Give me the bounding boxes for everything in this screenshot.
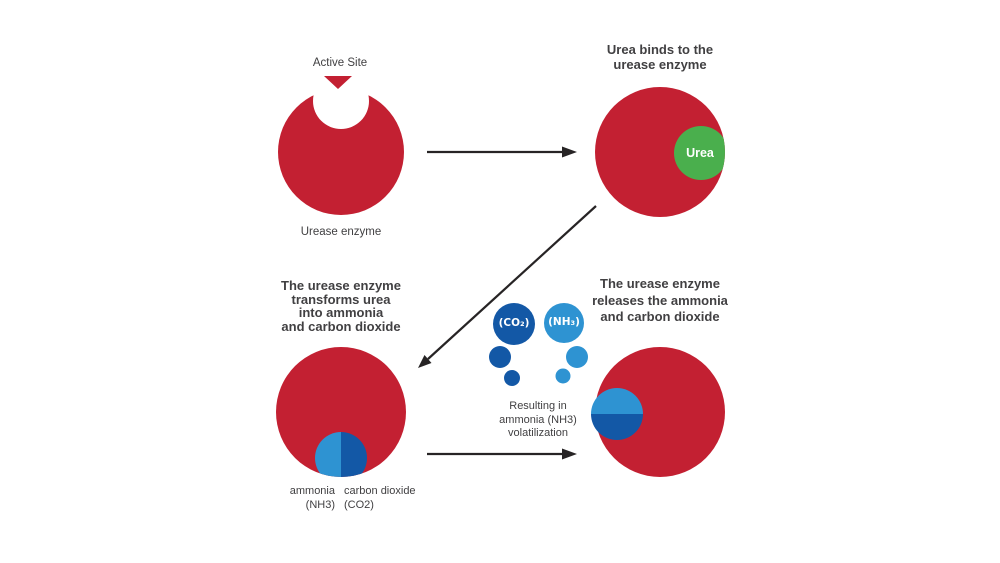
urease-enzyme-circle-1 <box>278 89 404 215</box>
nh3-bubble-medium <box>566 346 588 368</box>
carbon-dioxide-half-circle <box>341 432 367 477</box>
transformed-products <box>315 432 367 477</box>
ammonia-product-label: ammonia (NH3) <box>289 485 335 511</box>
step4-caption: The urease enzyme releases the ammonia a… <box>592 276 728 324</box>
carbon-dioxide-product-label: carbon dioxide (CO2) <box>344 485 416 511</box>
arrow-diagonal-icon <box>418 205 597 368</box>
arrow-right-icon-bottom <box>427 448 577 460</box>
volatilization-note: Resulting in ammonia (NH3) volatilizatio… <box>499 400 577 439</box>
urease-enzyme-label: Urease enzyme <box>300 226 382 238</box>
co2-bubble-medium <box>489 346 511 368</box>
nh3-bubble-small <box>555 368 571 384</box>
released-products <box>591 388 643 440</box>
released-carbon-dioxide-half-circle <box>591 414 643 440</box>
nh3-bubble-large <box>544 303 584 343</box>
nh3-bubble-label: (NH₃) <box>548 316 580 328</box>
co2-bubble-label: (CO₂) <box>498 317 530 329</box>
urease-enzyme-circle-3 <box>276 347 406 477</box>
urea-label: Urea <box>686 146 714 160</box>
step2-caption: Urea binds to the urease enzyme <box>606 42 714 72</box>
urea-molecule-circle <box>674 126 725 180</box>
arrow-right-icon-top <box>427 146 577 158</box>
urease-enzyme-circle-4 <box>595 347 725 477</box>
active-site-notch <box>313 73 369 129</box>
co2-bubble-large <box>493 303 535 345</box>
ammonia-half-circle <box>315 432 341 477</box>
released-ammonia-half-circle <box>591 388 643 414</box>
step3-caption: The urease enzyme transforms urea into a… <box>281 278 401 334</box>
co2-bubble-small <box>504 370 520 386</box>
urease-enzyme-circle-2 <box>595 87 725 217</box>
active-site-label: Active Site <box>312 57 368 69</box>
active-site-pointer-icon <box>324 76 352 89</box>
